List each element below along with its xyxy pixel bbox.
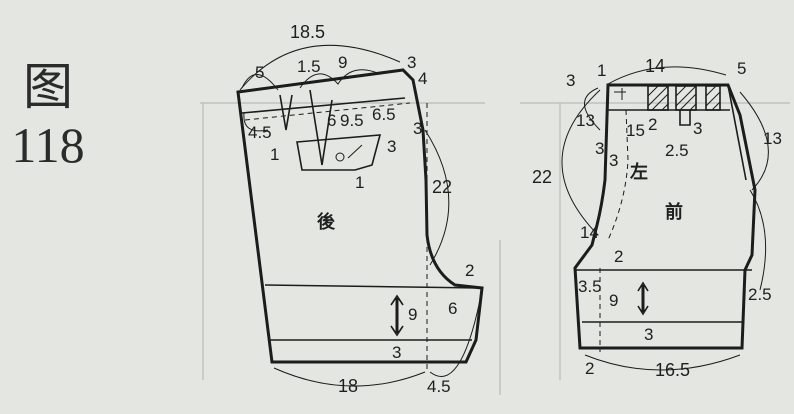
back-grain-heads [390,294,404,337]
back-dim-pocket-width: 9.5 [340,111,364,130]
front-arc-bottom [584,354,741,371]
back-dim-flap-bottom: 1 [355,173,364,192]
back-dim-crotch: 2 [465,261,474,280]
front-dim-pleat-2: 2 [648,115,657,134]
front-pleat-hatching [647,85,721,111]
back-dim-pocket-right: 6.5 [372,105,396,124]
back-dim-hem-ext: 6 [448,299,457,318]
front-dim-side-13: 13 [763,129,782,148]
back-dim-pocket-pos: 1.5 [297,57,321,76]
back-dim-dart-pos: 9 [338,53,347,72]
back-dim-yoke-left: 4.5 [248,123,272,142]
front-pleat-fold [679,110,691,126]
figure-label: 图 118 [8,58,88,174]
front-dim-fly-top: 3 [566,71,575,90]
back-small-dart [279,94,293,131]
front-dim-pleat-3b: 3 [595,139,604,158]
front-side-note: 左 [630,161,648,183]
back-outline [236,68,484,364]
back-dim-dart-width: 6 [327,111,336,130]
front-dim-cuff-3: 3 [644,325,653,344]
front-dim-side-25: 2.5 [748,285,772,304]
back-hem-line [264,284,481,289]
front-dim-bottom-left: 2 [585,359,594,378]
back-dim-rise: 22 [432,177,452,197]
front-arc-13 [584,87,601,131]
back-pocket-flap [296,134,382,171]
back-arc-bottom [273,367,426,387]
front-dim-fly-15: 15 [626,121,645,140]
front-piece-name: 前 [665,201,683,223]
back-dart [309,89,333,166]
back-dim-pocket-depth: 3 [387,137,396,156]
back-arc-rise [424,129,450,266]
figure-label-text: 图 [23,58,73,116]
background-guides [200,102,790,395]
front-pocket-line [727,84,747,181]
back-dim-side-3: 3 [413,119,422,138]
figure-number: 118 [11,117,85,173]
back-arc-5 [241,74,279,91]
front-fly-stitch [607,109,629,241]
back-yoke-line [241,97,406,114]
back-dim-cuff: 3 [392,343,401,362]
back-yoke-dash [244,102,411,121]
back-dim-bottom-ext: 4.5 [427,377,451,396]
front-dim-pleat-3: 3 [693,119,702,138]
back-dim-waist-edge: 5 [255,63,264,82]
back-pattern-piece: 18.5 5 1.5 9 3 4 4.5 6 9.5 6.5 3 3 1 1 2… [236,22,484,396]
front-arc-25 [749,189,767,291]
back-pocket-arrow [347,144,363,159]
back-dim-bottom-width: 18 [338,376,358,396]
back-dim-hem-height: 9 [408,305,417,324]
front-dim-rise: 22 [532,167,552,187]
back-arc-dart [299,69,381,89]
back-dim-side-top-b: 4 [418,69,427,88]
back-piece-name: 後 [317,211,336,233]
front-arc-top [607,66,727,85]
front-dim-bottom-width: 16.5 [655,360,690,380]
back-dim-side-top-a: 3 [407,53,416,72]
back-arc-45 [243,112,269,132]
front-pleat-3 [705,85,721,111]
front-dim-top-width: 14 [645,56,665,76]
front-outline [573,83,757,350]
front-dim-crotch-2: 2 [614,247,623,266]
front-pattern-piece: 3 1 14 5 13 15 2 3 2.5 3 13 22 3 14 2 3.… [532,56,782,380]
front-dim-hem-35: 3.5 [578,277,602,296]
front-fly-mark [614,88,626,100]
front-dim-fly-3: 3 [609,151,618,170]
front-dim-fly-13: 13 [576,111,595,130]
front-arc-side [739,91,769,191]
back-arc-bottom-ext [429,299,481,377]
back-dim-top-width: 18.5 [290,22,325,42]
front-dim-hem-9: 9 [609,291,618,310]
front-grain-heads [637,281,649,316]
front-dim-crotch-14: 14 [580,223,599,242]
back-dim-flap-left: 1 [270,145,279,164]
front-dim-fly-top2: 1 [597,61,606,80]
front-dim-side-top: 5 [737,59,746,78]
back-button-icon [335,152,345,162]
front-dim-pleat-25: 2.5 [665,141,689,160]
